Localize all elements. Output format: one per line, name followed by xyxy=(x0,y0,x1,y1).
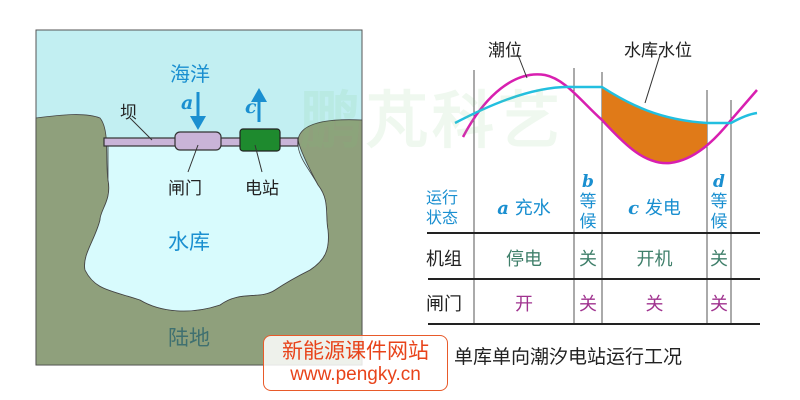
row-label: 闸门 xyxy=(426,294,462,315)
logo-title: 新能源课件网站 xyxy=(282,339,429,363)
leader-station xyxy=(254,144,263,173)
table-cell: 关 xyxy=(579,249,597,270)
reservoir-label: 水库 xyxy=(168,230,210,254)
reservoir-level-label: 水库水位 xyxy=(624,41,692,61)
table-cell: 开 xyxy=(515,294,533,315)
arrow-c-label: c xyxy=(245,96,257,118)
station-label: 电站 xyxy=(245,179,279,199)
sluice-gate xyxy=(174,131,222,151)
phase-text: 等 xyxy=(579,192,597,212)
phase-text: 候 xyxy=(579,212,597,232)
phase-text: 发电 xyxy=(644,198,681,219)
status-header-line: 状态 xyxy=(426,208,459,227)
phase-letter: a xyxy=(497,198,509,219)
phase-letter: d xyxy=(713,172,725,192)
table-cell: 关 xyxy=(579,294,597,315)
arrow-a-label: a xyxy=(181,92,194,114)
phase-a: a 充水 xyxy=(474,194,574,220)
tide-label: 潮位 xyxy=(488,41,522,61)
land-label: 陆地 xyxy=(168,326,210,350)
tide-curve xyxy=(461,73,758,165)
arrow-down-icon xyxy=(190,116,206,130)
power-station xyxy=(239,128,281,152)
leader-dam xyxy=(129,117,153,141)
phase-text: 等 xyxy=(710,192,728,212)
phase-text: 充水 xyxy=(514,198,551,219)
status-header-line: 运行 xyxy=(426,188,459,207)
site-logo: 新能源课件网站 www.pengky.cn xyxy=(263,335,448,391)
row-label: 机组 xyxy=(426,249,462,270)
table-cell: 关 xyxy=(645,294,664,315)
table-cell: 开机 xyxy=(636,249,673,270)
table-cell: 关 xyxy=(710,249,728,270)
phase-letter: b xyxy=(582,172,594,192)
dam-label: 坝 xyxy=(120,103,137,123)
leader-gate xyxy=(187,144,199,173)
logo-url: www.pengky.cn xyxy=(290,364,421,385)
leader-tide xyxy=(517,54,528,79)
gate-label: 闸门 xyxy=(168,179,202,199)
phase-b: b 等 候 xyxy=(574,172,602,232)
table-rules xyxy=(427,232,760,325)
reservoir-area xyxy=(84,145,329,312)
phase-c: c 发电 xyxy=(602,194,707,220)
leader-reservoir-level xyxy=(644,54,661,104)
phase-letter: c xyxy=(628,198,640,219)
caption: 单库单向潮汐电站运行工况 xyxy=(454,346,683,368)
table-cell: 停电 xyxy=(506,249,542,270)
table-cell: 关 xyxy=(710,294,728,315)
generation-fill xyxy=(602,87,707,164)
phase-d: d 等 候 xyxy=(707,172,731,232)
status-header: 运行 状态 xyxy=(426,188,458,228)
phase-text: 候 xyxy=(710,212,728,232)
sea-label: 海洋 xyxy=(170,62,210,86)
reservoir-level-curve xyxy=(454,85,758,125)
watermark: 鹏芃科艺 xyxy=(300,84,565,157)
arrow-up-icon xyxy=(251,88,267,102)
